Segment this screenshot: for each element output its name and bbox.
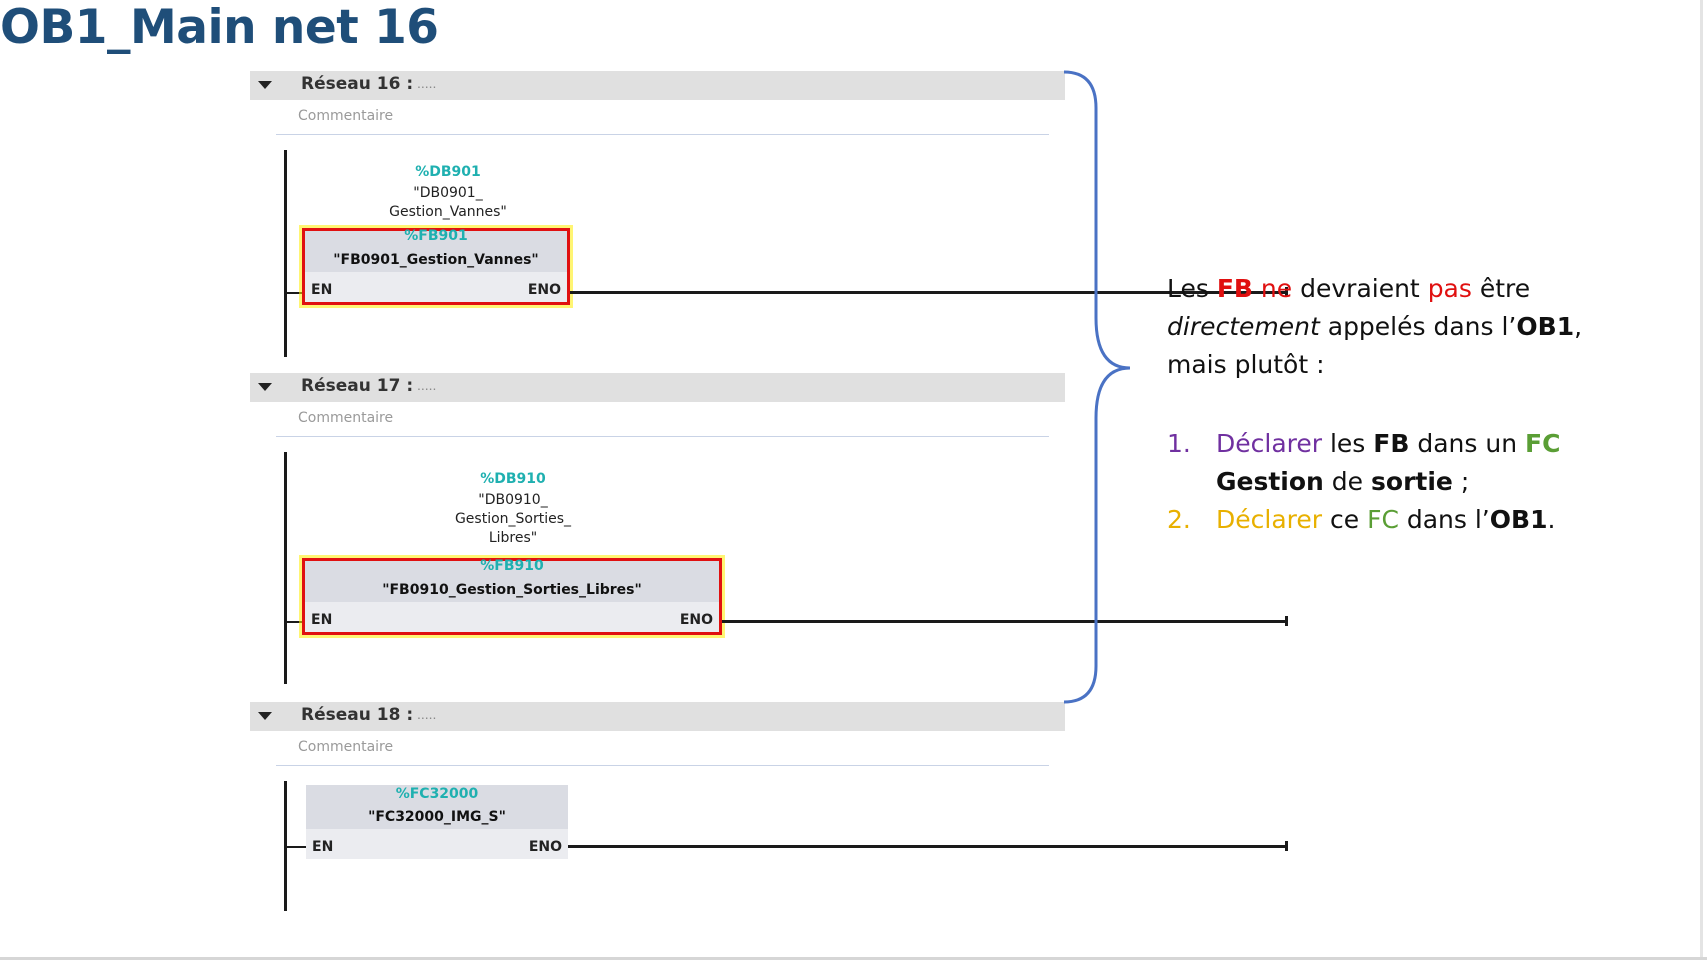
list-text: ce: [1322, 505, 1368, 534]
instance-db-name-line: Gestion_Vannes": [389, 204, 507, 220]
network-header[interactable]: Réseau 17 : .....: [250, 373, 1065, 402]
eno-pin[interactable]: ENO: [679, 612, 713, 628]
list-item: 1. Déclarer les FB dans un FC Gestion de…: [1167, 425, 1667, 501]
list-text: de: [1323, 467, 1372, 496]
list-item: 2. Déclarer ce FC dans l’OB1.: [1167, 501, 1667, 539]
curly-brace-icon: [1063, 70, 1131, 704]
comment-divider: [276, 436, 1049, 437]
collapse-triangle-icon[interactable]: [258, 81, 272, 89]
note-text: être: [1471, 274, 1531, 303]
list-fc: FC: [1525, 429, 1561, 458]
instance-db-name-line: "DB0910_: [478, 492, 548, 508]
eno-pin[interactable]: ENO: [528, 839, 562, 855]
note-ne: ne: [1252, 274, 1293, 303]
function-block-fb910[interactable]: %FB910 "FB0910_Gestion_Sorties_Libres" E…: [302, 558, 722, 635]
wire-end: [1285, 287, 1288, 297]
instance-db-address: %DB901: [415, 164, 481, 180]
network-17: Réseau 17 : ..... Commentaire %DB910 "DB…: [250, 373, 1288, 684]
network-comment[interactable]: Commentaire: [298, 108, 394, 124]
slide-title: OB1_Main net 16: [0, 0, 439, 55]
function-fc32000[interactable]: %FC32000 "FC32000_IMG_S" EN ENO: [306, 785, 568, 859]
collapse-triangle-icon[interactable]: [258, 383, 272, 391]
list-number: 1.: [1167, 429, 1191, 458]
eno-pin[interactable]: ENO: [527, 282, 561, 298]
network-title: Réseau 16 :: [301, 74, 414, 94]
block-address: %FC32000: [395, 786, 479, 802]
note-text: devraient: [1292, 274, 1428, 303]
network-16: Réseau 16 : ..... Commentaire %DB901 "DB…: [250, 71, 1288, 371]
power-rail: [284, 150, 287, 357]
en-pin[interactable]: EN: [312, 839, 334, 855]
list-text: les: [1322, 429, 1374, 458]
instance-db-name-line: "DB0901_: [413, 185, 483, 201]
network-dots: .....: [417, 75, 437, 91]
output-wire: [722, 620, 1287, 623]
list-fc: FC: [1367, 505, 1399, 534]
collapse-triangle-icon[interactable]: [258, 712, 272, 720]
note-text: mais plutôt :: [1167, 350, 1325, 379]
list-verb: Déclarer: [1216, 505, 1323, 534]
network-header[interactable]: Réseau 18 : .....: [250, 702, 1065, 731]
network-dots: .....: [417, 706, 437, 722]
list-text: dans un: [1409, 429, 1526, 458]
slide-bottom-edge: [0, 957, 1707, 960]
block-address: %FB901: [404, 228, 468, 244]
network-18: Réseau 18 : ..... Commentaire %FC32000 "…: [250, 702, 1288, 912]
network-header[interactable]: Réseau 16 : .....: [250, 71, 1065, 100]
network-dots: .....: [417, 377, 437, 393]
block-name: "FB0901_Gestion_Vannes": [333, 252, 539, 268]
list-text: ;: [1452, 467, 1470, 496]
note-directement: directement: [1167, 312, 1320, 341]
network-comment[interactable]: Commentaire: [298, 410, 394, 426]
rail-stub: [284, 846, 308, 848]
list-gestion: Gestion: [1216, 467, 1324, 496]
note-ob1: OB1: [1516, 312, 1575, 341]
block-io-band: [305, 272, 567, 302]
list-sortie: sortie: [1371, 467, 1453, 496]
wire-end: [1285, 616, 1288, 626]
power-rail: [284, 452, 287, 684]
explanation-paragraph: Les FB ne devraient pas être directement…: [1167, 270, 1647, 384]
list-verb: Déclarer: [1216, 429, 1323, 458]
wire-end: [1285, 841, 1288, 851]
note-pas: pas: [1427, 274, 1472, 303]
slide-edge: [1700, 0, 1703, 957]
block-name: "FB0910_Gestion_Sorties_Libres": [382, 582, 642, 598]
note-text: appelés dans l’: [1319, 312, 1517, 341]
list-text: .: [1547, 505, 1556, 534]
output-wire: [570, 291, 1287, 294]
rail-stub: [284, 621, 308, 623]
block-name: "FC32000_IMG_S": [368, 809, 506, 825]
function-block-fb901[interactable]: %FB901 "FB0901_Gestion_Vannes" EN ENO: [302, 228, 570, 305]
instance-db-name-line: Gestion_Sorties_: [454, 511, 572, 527]
list-ob1: OB1: [1489, 505, 1548, 534]
note-fb: FB: [1216, 274, 1253, 303]
list-text: dans l’: [1398, 505, 1490, 534]
en-pin[interactable]: EN: [311, 612, 333, 628]
comment-divider: [276, 765, 1049, 766]
comment-divider: [276, 134, 1049, 135]
output-wire: [568, 845, 1287, 848]
block-io-band: [306, 829, 568, 859]
network-comment[interactable]: Commentaire: [298, 739, 394, 755]
steps-list: 1. Déclarer les FB dans un FC Gestion de…: [1167, 425, 1667, 539]
note-text: ,: [1574, 312, 1583, 341]
network-title: Réseau 17 :: [301, 376, 414, 396]
block-io-band: [305, 602, 719, 632]
list-fb: FB: [1373, 429, 1410, 458]
block-address: %FB910: [480, 558, 544, 574]
list-number: 2.: [1167, 505, 1191, 534]
rail-stub: [284, 292, 308, 294]
instance-db-name-line: Libres": [488, 530, 538, 546]
network-title: Réseau 18 :: [301, 705, 414, 725]
instance-db-address: %DB910: [480, 471, 546, 487]
note-text: Les: [1167, 274, 1217, 303]
en-pin[interactable]: EN: [311, 282, 333, 298]
